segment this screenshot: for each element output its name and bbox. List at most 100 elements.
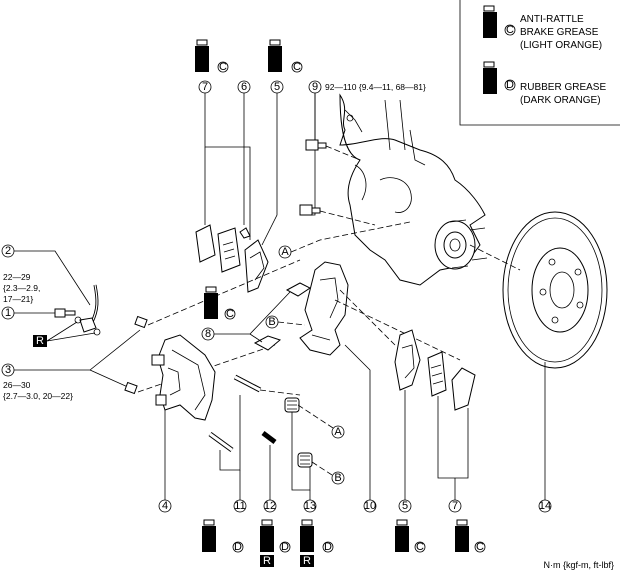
- pad-shim-inner-7-lower: [427, 351, 447, 397]
- torque-caliper-1: 26—30: [3, 380, 31, 390]
- marker-a-upper: A: [278, 221, 411, 259]
- svg-text:B: B: [268, 316, 275, 328]
- alignment-line-2: [334, 299, 461, 361]
- pad-clip-upper: [285, 282, 311, 297]
- svg-text:1: 1: [5, 307, 11, 319]
- svg-text:C: C: [293, 61, 301, 73]
- svg-text:5: 5: [402, 500, 408, 512]
- caliper-bolt-upper: [134, 259, 301, 329]
- svg-text:5: 5: [274, 81, 280, 93]
- grease-can-top-5: C: [268, 39, 303, 73]
- brake-pad-5-upper: [244, 239, 269, 293]
- union-bolt: [54, 308, 101, 336]
- pad-shim-inner-7: [217, 227, 241, 273]
- grease-can-c-legend: GREASE: [483, 5, 497, 38]
- callout-6: 6: [237, 80, 251, 225]
- svg-text:4: 4: [162, 500, 168, 512]
- disc-alignment-line: [469, 244, 521, 271]
- svg-text:C: C: [476, 541, 484, 553]
- svg-text:C: C: [416, 541, 424, 553]
- svg-text:6: 6: [241, 81, 247, 93]
- svg-text:A: A: [281, 246, 289, 258]
- grease-can-text: GREASE: [489, 17, 494, 34]
- svg-text:D: D: [281, 541, 289, 553]
- legend-box: GREASE C ANTI-RATTLE BRAKE GREASE (LIGHT…: [459, 0, 620, 126]
- svg-text:C: C: [226, 308, 234, 320]
- svg-text:B: B: [334, 472, 341, 484]
- svg-text:C: C: [219, 61, 227, 73]
- callout-1: 1: [1, 306, 55, 320]
- marker-a-lower: A: [297, 404, 345, 439]
- svg-text:9: 9: [312, 81, 318, 93]
- svg-text:D: D: [234, 541, 242, 553]
- legend-c-line-2: BRAKE GREASE: [520, 27, 599, 38]
- legend-c-line-1: ANTI-RATTLE: [520, 14, 584, 25]
- callout-8: 8: [201, 291, 291, 343]
- svg-text:8: 8: [205, 328, 211, 340]
- callout-7-lower: 7: [437, 396, 469, 513]
- svg-text:7: 7: [452, 500, 458, 512]
- guide-pin-upper: [233, 374, 301, 396]
- marker-b-lower: B: [311, 461, 345, 485]
- legend-d-letter: D: [506, 79, 514, 91]
- knuckle-bolt-upper: [305, 139, 361, 161]
- callout-2: 2: [1, 244, 91, 306]
- legend-c-line-3: (LIGHT ORANGE): [520, 40, 602, 51]
- brake-hose: [79, 284, 99, 333]
- callout-7-top: 7: [198, 80, 251, 240]
- svg-text:11: 11: [234, 500, 245, 512]
- torque-hose-1: 22—29: [3, 272, 31, 282]
- svg-text:12: 12: [264, 500, 276, 512]
- boot-13: 13: [284, 397, 317, 513]
- svg-text:D: D: [324, 541, 332, 553]
- svg-text:R: R: [36, 335, 44, 347]
- legend-d-line-2: (DARK ORANGE): [520, 95, 601, 106]
- svg-text:13: 13: [304, 500, 316, 512]
- legend-d-circle: [504, 79, 516, 91]
- callout-11: 11: [219, 395, 247, 513]
- svg-text:7: 7: [202, 81, 208, 93]
- legend-d-line-1: RUBBER GREASE: [520, 82, 606, 93]
- callout-3: 3: [1, 329, 141, 389]
- grease-can-bottom-11: D R: [260, 519, 291, 567]
- grease-can-bottom-7: C: [455, 519, 486, 553]
- knuckle-bolt-lower: [299, 204, 376, 226]
- pad-shim-outer-7-lower: [451, 367, 476, 411]
- alignment-line-1: [339, 289, 396, 346]
- legend-c-letter: C: [506, 24, 514, 36]
- torque-hose-2: {2.3—2.9,: [3, 283, 40, 293]
- svg-text:A: A: [334, 426, 342, 438]
- grease-can-bottom-4: D: [202, 519, 244, 553]
- torque-upper: 92—110 {9.4—11, 68—81}: [325, 82, 426, 92]
- brake-disc: 14: [502, 211, 608, 513]
- svg-text:2: 2: [5, 245, 11, 257]
- svg-text:R: R: [263, 555, 271, 567]
- grease-can-mid: C: [204, 286, 236, 320]
- callout-4: 4: [158, 410, 172, 513]
- guide-pin-lower: [208, 431, 234, 453]
- torque-caliper-2: {2.7—3.0, 20—22}: [3, 391, 73, 401]
- svg-text:R: R: [303, 555, 311, 567]
- brake-pad-5-lower: 5: [394, 329, 421, 513]
- pad-shim-outer-7: [195, 224, 216, 263]
- grease-can-top-7: C: [195, 39, 229, 73]
- grease-can-d-legend: [483, 61, 497, 94]
- svg-text:10: 10: [364, 500, 376, 512]
- units-label: N·m {kgf-m, ft-lbf}: [543, 560, 614, 570]
- steering-knuckle: [339, 93, 488, 286]
- svg-text:3: 3: [5, 364, 11, 376]
- caliper-body: [151, 334, 216, 421]
- replace-mark-washers: R: [33, 321, 96, 347]
- torque-hose-3: 17—21}: [3, 294, 33, 304]
- legend-c-circle: [504, 24, 516, 36]
- pad-wear-indicator-6: [239, 227, 251, 239]
- svg-text:14: 14: [539, 500, 551, 512]
- bushing-12: 12: [261, 431, 277, 513]
- marker-b-upper: B: [265, 315, 306, 329]
- pad-clip-lower: [253, 335, 282, 351]
- grease-can-bottom-13: D R: [300, 519, 334, 567]
- callout-5-top: 5: [261, 80, 284, 246]
- grease-can-bottom-5: C: [395, 519, 426, 553]
- caliper-bracket: 10: [299, 261, 377, 513]
